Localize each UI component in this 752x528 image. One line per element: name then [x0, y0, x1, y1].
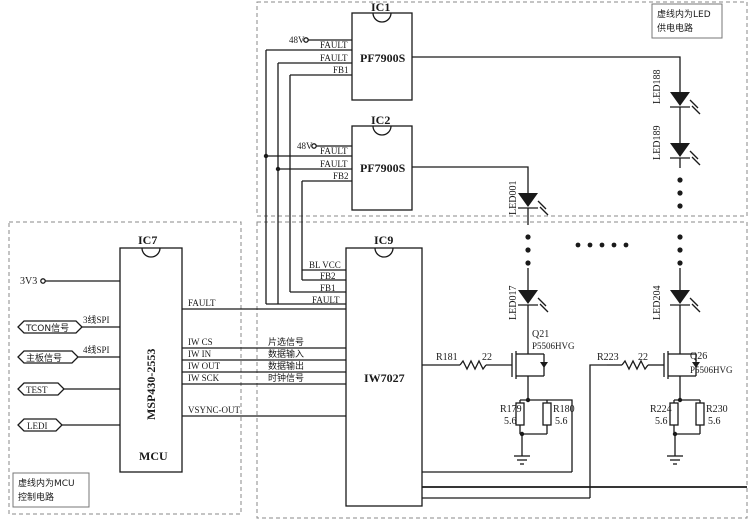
- ic9-pin-blvcc: BL VCC: [309, 260, 341, 270]
- r181-value: 22: [482, 352, 492, 363]
- ic1-pin-fb1: FB1: [333, 65, 349, 75]
- ic2-pin-fault2: FAULT: [320, 159, 348, 169]
- ic1-part: PF7900S: [360, 51, 406, 65]
- ic9-bottom-lines: [422, 364, 747, 499]
- q21-part: P5506HVG: [532, 341, 575, 351]
- ic7-pin-iw-cs: IW CS: [188, 337, 213, 347]
- q21-mosfet: R181 22 Q21 P5506HVG R179 5.6 R180 5.6: [422, 329, 575, 465]
- ic1-chip: IC1 PF7900S FAULT FAULT FB1 48V: [289, 0, 413, 101]
- ic9-pin-fault: FAULT: [312, 295, 340, 305]
- led204-diode: [670, 290, 690, 304]
- ic7-part: MSP430-2553: [144, 349, 158, 420]
- led188-label: LED188: [652, 70, 663, 104]
- ic1-supply: 48V: [289, 35, 305, 45]
- led188-diode: [670, 92, 690, 106]
- r230-value: 5.6: [708, 416, 721, 427]
- ic9-chip: IC9 IW7027 BL VCC FB2 FB1 FAULT: [309, 233, 423, 507]
- led017-label: LED017: [508, 286, 519, 320]
- ic7-sub: MCU: [139, 449, 168, 463]
- r223-ref: R223: [597, 352, 619, 363]
- mcu-area-note-line2: 控制电路: [18, 491, 54, 503]
- signal-in-cn: 数据输入: [268, 348, 304, 360]
- ic7-ref: IC7: [138, 233, 157, 247]
- r230-ref: R230: [706, 404, 728, 415]
- driver-region: [256, 221, 748, 519]
- q26-part: P5506HVG: [690, 365, 733, 375]
- ic7-pin-iw-out: IW OUT: [188, 361, 221, 371]
- ic2-supply: 48V: [297, 141, 313, 151]
- r223-value: 22: [638, 352, 648, 363]
- led017-diode: [518, 290, 538, 304]
- r181-ref: R181: [436, 352, 458, 363]
- led-area-note-line1: 虚线内为LED: [657, 8, 711, 20]
- ic2-pin-fault1: FAULT: [320, 146, 348, 156]
- ic1-ref: IC1: [371, 0, 390, 14]
- pf7900-wiring: [263, 37, 681, 305]
- input-test: TEST: [26, 385, 48, 395]
- mcu-control-region: [8, 221, 242, 515]
- led-supply-region: [256, 1, 748, 217]
- led001-label: LED001: [508, 181, 519, 215]
- mcu-area-note-line1: 虚线内为MCU: [18, 477, 75, 489]
- r180-ref: R180: [553, 404, 575, 415]
- ic2-ref: IC2: [371, 113, 390, 127]
- ic2-part: PF7900S: [360, 161, 406, 175]
- input-3v3: 3V3: [20, 276, 37, 287]
- led001-diode: [518, 193, 538, 207]
- input-main: 主板信号: [26, 352, 62, 364]
- led-area-note-line2: 供电电路: [657, 22, 693, 34]
- ic2-pin-fb2: FB2: [333, 171, 349, 181]
- input-tcon-bus: 3线SPI: [83, 314, 110, 325]
- ic2-chip: IC2 PF7900S FAULT FAULT FB2 48V: [297, 113, 413, 211]
- r224-ref: R224: [650, 404, 672, 415]
- signal-out-cn: 数据输出: [268, 360, 304, 372]
- ic7-pin-iw-in: IW IN: [188, 349, 212, 359]
- r179-ref: R179: [500, 404, 522, 415]
- mcu-inputs: 3V3 TCON信号 3线SPI 主板信号 4线SPI TEST LEDI: [17, 276, 120, 432]
- q21-ref: Q21: [532, 329, 549, 340]
- led189-diode: [670, 143, 690, 157]
- q26-mosfet: R223 22 Q26 P5506HVG R224 5.6 R230 5.6: [597, 351, 733, 465]
- led189-label: LED189: [652, 126, 663, 160]
- ic7-pin-iw-sck: IW SCK: [188, 373, 220, 383]
- mcu-ic9-bus: 片选信号 数据输入 数据输出 时钟信号: [182, 308, 346, 417]
- mcu-area-note: 虚线内为MCU 控制电路: [12, 472, 90, 508]
- r180-value: 5.6: [555, 416, 568, 427]
- ic7-chip: IC7 MSP430-2553 MCU FAULT IW CS IW IN IW…: [119, 233, 241, 473]
- signal-sck-cn: 时钟信号: [268, 372, 304, 384]
- input-led1: LEDI: [27, 421, 48, 431]
- input-tcon: TCON信号: [25, 322, 69, 334]
- ic7-pin-fault: FAULT: [188, 298, 216, 308]
- ic1-pin-fault1: FAULT: [320, 40, 348, 50]
- led-area-note: 虚线内为LED 供电电路: [651, 3, 723, 39]
- ic9-pin-fb2: FB2: [320, 271, 336, 281]
- led-string-left: LED001 LED017: [508, 181, 549, 352]
- led-string-right: LED188 LED189 LED204: [652, 70, 701, 352]
- led204-label: LED204: [652, 286, 663, 320]
- signal-cs-cn: 片选信号: [268, 336, 304, 348]
- r224-value: 5.6: [655, 416, 668, 427]
- ic9-ref: IC9: [374, 233, 393, 247]
- input-main-bus: 4线SPI: [83, 344, 110, 355]
- ic9-part: IW7027: [364, 371, 405, 385]
- ic7-pin-vsync: VSYNC-OUT: [188, 405, 241, 415]
- region-borders: [8, 1, 748, 519]
- ic9-pin-fb1: FB1: [320, 283, 336, 293]
- r179-value: 5.6: [504, 416, 517, 427]
- ic1-pin-fault2: FAULT: [320, 53, 348, 63]
- q26-ref: Q26: [690, 351, 707, 362]
- led-ellipsis: [575, 242, 629, 248]
